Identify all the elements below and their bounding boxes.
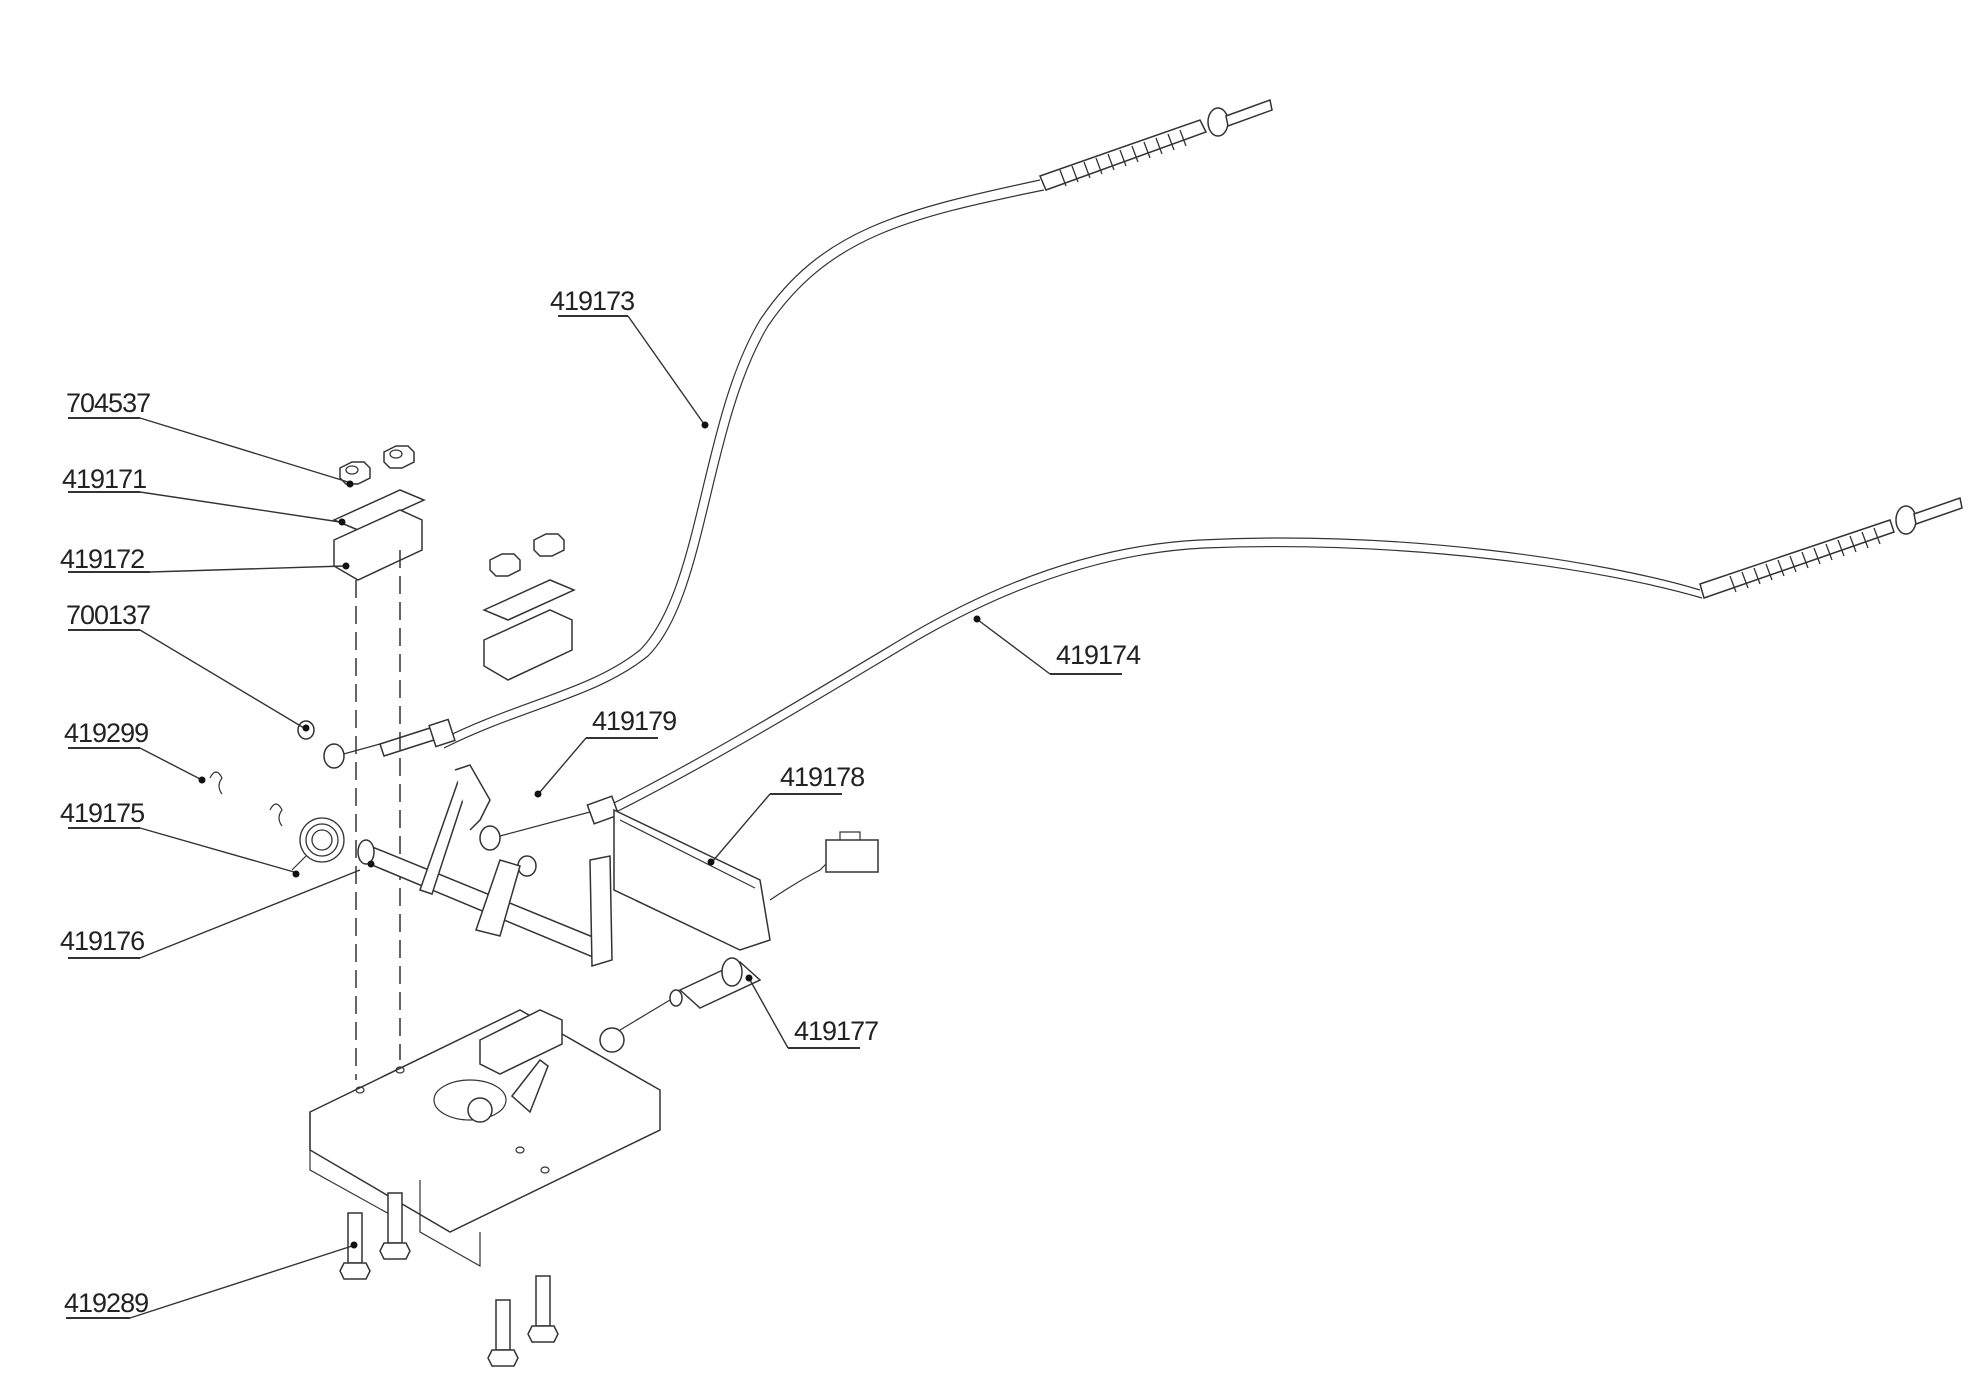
callout-419178: 419178 bbox=[707, 762, 865, 866]
callout-419179: 419179 bbox=[534, 706, 677, 798]
svg-text:419173: 419173 bbox=[550, 286, 634, 316]
spring-419175 bbox=[291, 817, 345, 871]
cable-419174 bbox=[479, 497, 1963, 877]
callout-419176: 419176 bbox=[60, 860, 375, 959]
cable-ferrule-lower bbox=[479, 795, 620, 877]
callout-419177: 419177 bbox=[745, 974, 879, 1049]
svg-text:419172: 419172 bbox=[60, 544, 144, 574]
clamp-stack-left bbox=[332, 445, 426, 1080]
cable-end-fitting-lower bbox=[1699, 497, 1963, 599]
cable-ferrule-upper bbox=[297, 718, 456, 769]
callout-419289: 419289 bbox=[64, 1241, 358, 1319]
callout-419299: 419299 bbox=[64, 718, 206, 784]
shaft-419176 bbox=[357, 839, 612, 961]
callout-419172: 419172 bbox=[60, 544, 350, 574]
callout-419173: 419173 bbox=[550, 286, 709, 429]
svg-text:419179: 419179 bbox=[592, 706, 676, 736]
svg-text:419299: 419299 bbox=[64, 718, 148, 748]
callout-700137: 700137 bbox=[66, 600, 310, 732]
svg-text:419289: 419289 bbox=[64, 1288, 148, 1318]
clamp-stack-middle bbox=[482, 533, 576, 681]
svg-text:704537: 704537 bbox=[66, 388, 150, 418]
mounting-plate bbox=[309, 1009, 661, 1268]
svg-text:419176: 419176 bbox=[60, 926, 144, 956]
svg-text:419171: 419171 bbox=[62, 464, 146, 494]
cable-end-fitting-upper bbox=[1038, 98, 1273, 191]
bolts-419289 bbox=[339, 1192, 559, 1367]
svg-text:419178: 419178 bbox=[780, 762, 864, 792]
callout-419171: 419171 bbox=[62, 464, 346, 526]
svg-text:419175: 419175 bbox=[60, 798, 144, 828]
svg-text:700137: 700137 bbox=[66, 600, 150, 630]
callout-704537: 704537 bbox=[66, 388, 354, 488]
clips-419299 bbox=[209, 771, 283, 827]
callout-419175: 419175 bbox=[60, 798, 300, 878]
callout-419174: 419174 bbox=[973, 615, 1142, 675]
svg-text:419174: 419174 bbox=[1056, 640, 1141, 670]
sensor-419178 bbox=[589, 808, 879, 968]
svg-text:419177: 419177 bbox=[794, 1016, 878, 1046]
damper-419177 bbox=[599, 957, 762, 1053]
cable-419173 bbox=[297, 98, 1273, 769]
lever-arm bbox=[419, 764, 521, 937]
